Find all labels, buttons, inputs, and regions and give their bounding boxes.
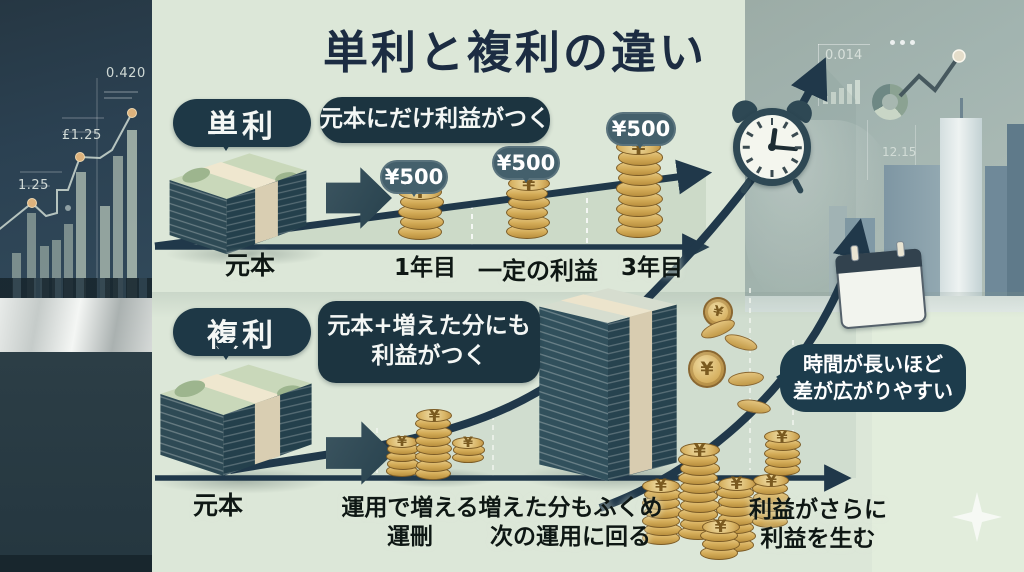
chart-point-label: 1.25	[18, 178, 49, 193]
time-gap-bubble: 時間が長いほど 差が広がりやすい	[776, 344, 966, 412]
deco-line	[915, 125, 916, 180]
left-panel-silver-band	[0, 298, 152, 352]
compound-callout-line1: 元本+増えた分にも	[327, 313, 531, 340]
money-stack-tall	[528, 280, 688, 485]
coin-pile	[764, 430, 802, 477]
alarm-clock-icon	[727, 95, 817, 195]
donut-chart-icon	[872, 84, 908, 120]
coin-pile	[700, 520, 740, 560]
deco-dot	[900, 40, 905, 45]
coin-pile	[642, 479, 682, 546]
coin-stack-growth	[452, 437, 486, 464]
mini-bar	[847, 84, 852, 104]
step4-line2: 利益を生む	[760, 526, 876, 553]
zigzag-line-icon	[898, 49, 966, 98]
coin-value-bubble: ¥500	[606, 112, 676, 149]
mini-bar	[831, 92, 836, 104]
clock-center-dot	[768, 143, 776, 151]
calendar-grid	[845, 273, 919, 323]
principal-label-simple: 元本	[224, 251, 275, 280]
coin-value-bubble: ¥500	[492, 146, 560, 183]
page-title: 単利と複利の違い	[322, 26, 707, 79]
compound-callout: 元本+増えた分にも 利益がつく	[318, 301, 540, 383]
coin-pile	[752, 474, 790, 529]
chart-point-label: 0.420	[106, 66, 146, 81]
frame-line	[818, 44, 870, 45]
building-tower	[940, 118, 982, 296]
simple-badge: 単利	[173, 99, 311, 151]
step3-line1: 増えた分もふくめ	[478, 495, 663, 521]
deco-dot	[910, 40, 915, 45]
left-panel-lower	[0, 352, 152, 555]
compound-step3-label: 増えた分もふくめ 次の運用に回る	[478, 494, 663, 553]
building	[1007, 124, 1024, 296]
timeline-label-fixed-profit: 一定の利益	[478, 257, 598, 285]
mini-bar	[839, 88, 844, 104]
step4-line1: 利益がさらに	[749, 497, 887, 523]
principal-label-compound: 元本	[192, 491, 243, 520]
calendar-icon	[834, 240, 928, 330]
deco-dot	[890, 40, 895, 45]
coin-stack-growth	[415, 409, 453, 480]
compound-step4-label: 利益がさらに 利益を生む	[733, 496, 903, 555]
compound-callout-line2: 利益がつく	[371, 343, 487, 369]
timeline-label-year1: 1年目	[393, 255, 456, 281]
coin-pile	[716, 477, 756, 552]
left-market-panel: 1.25 £1.25 0.420	[0, 0, 152, 298]
calendar-peg	[850, 244, 860, 262]
time-bubble-line1: 時間が長いほど	[803, 352, 943, 376]
money-stack-principal-simple	[162, 142, 314, 256]
timeline-label-year3: 3年目	[620, 255, 683, 281]
simple-callout: 元本にだけ利益がつく	[320, 97, 550, 143]
chart-point-label: £1.25	[62, 128, 102, 143]
compound-step2-label: 運用で増える 運刪	[330, 494, 490, 553]
time-bubble-line2: 差が広がりやすい	[793, 379, 953, 403]
deco-line	[867, 120, 868, 180]
left-panel-footer-strip	[0, 555, 152, 572]
coin-stack-growth	[386, 436, 420, 477]
compound-badge: 複利	[173, 308, 311, 360]
deco-stat-top: 0.014	[825, 48, 863, 63]
calendar-peg	[895, 240, 906, 258]
coin-value-bubble: ¥500	[380, 160, 448, 197]
step2-line1: 運用で増える	[341, 495, 479, 521]
falling-coin: ¥	[688, 350, 726, 388]
step3-line2: 次の運用に回る	[490, 524, 651, 551]
building-antenna	[960, 98, 963, 120]
left-mini-chart	[0, 78, 138, 298]
step2-line2: 運刪	[387, 524, 433, 551]
coin-stack-year2	[506, 176, 550, 240]
mini-bar	[855, 80, 860, 104]
deco-stat-mid: 12.15	[882, 145, 917, 159]
left-panel-stripe-texture	[0, 278, 152, 298]
